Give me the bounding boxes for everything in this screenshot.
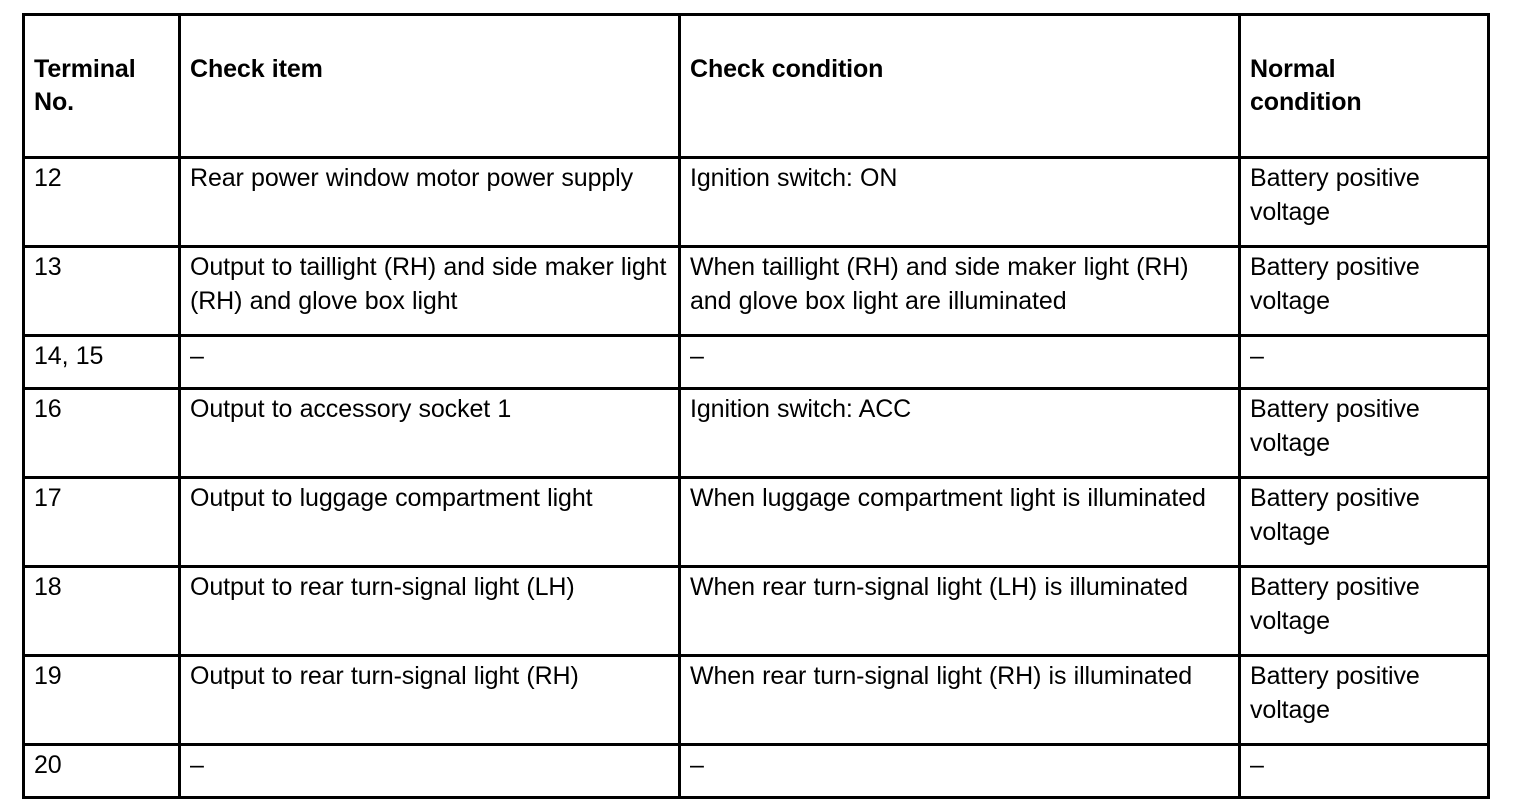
- cell-check-item: –: [179, 744, 681, 798]
- header-row: Terminal No. Check item Check condition …: [23, 14, 1489, 159]
- cell-normal-condition: Battery positive voltage: [1239, 566, 1489, 657]
- cell-check-item: Output to luggage compartment light: [179, 477, 681, 568]
- cell-terminal-no-text: 19: [34, 662, 62, 690]
- cell-normal-condition: Battery positive voltage: [1239, 157, 1489, 248]
- cell-check-condition: Ignition switch: ACC: [679, 388, 1241, 479]
- cell-check-item-text: –: [190, 342, 204, 370]
- cell-normal-condition-text: Battery positive voltage: [1250, 395, 1420, 457]
- terminal-check-table-container: Terminal No. Check item Check condition …: [22, 13, 1490, 799]
- table-header: Terminal No. Check item Check condition …: [23, 14, 1489, 159]
- cell-terminal-no-text: 16: [34, 395, 62, 423]
- cell-check-condition-text: When luggage compartment light is illumi…: [690, 484, 1206, 512]
- cell-normal-condition: Battery positive voltage: [1239, 246, 1489, 337]
- cell-check-item-text: –: [190, 751, 204, 779]
- cell-check-item: Output to rear turn-signal light (RH): [179, 655, 681, 746]
- cell-normal-condition: –: [1239, 335, 1489, 390]
- column-header-check-condition-label: Check condition: [690, 54, 884, 83]
- cell-normal-condition-text: –: [1250, 342, 1264, 370]
- cell-normal-condition: Battery positive voltage: [1239, 477, 1489, 568]
- cell-check-item: Output to rear turn-signal light (LH): [179, 566, 681, 657]
- cell-terminal-no: 20: [23, 744, 181, 798]
- table-row: 20 – – –: [23, 744, 1489, 798]
- cell-terminal-no: 13: [23, 246, 181, 337]
- cell-check-condition: When luggage compartment light is illumi…: [679, 477, 1241, 568]
- cell-normal-condition-text: Battery positive voltage: [1250, 253, 1420, 315]
- cell-terminal-no: 14, 15: [23, 335, 181, 390]
- cell-normal-condition-text: –: [1250, 751, 1264, 779]
- column-header-check-item-label: Check item: [190, 54, 323, 83]
- cell-normal-condition-text: Battery positive voltage: [1250, 662, 1420, 724]
- cell-check-condition-text: When rear turn-signal light (LH) is illu…: [690, 573, 1188, 601]
- cell-normal-condition-text: Battery positive voltage: [1250, 164, 1420, 226]
- cell-terminal-no-text: 18: [34, 573, 62, 601]
- cell-check-condition-text: When taillight (RH) and side maker light…: [690, 253, 1189, 315]
- cell-check-condition-text: Ignition switch: ACC: [690, 395, 912, 423]
- cell-check-item: Output to taillight (RH) and side maker …: [179, 246, 681, 337]
- column-header-check-condition: Check condition: [679, 14, 1241, 159]
- cell-check-condition-text: Ignition switch: ON: [690, 164, 898, 192]
- cell-terminal-no-text: 12: [34, 164, 62, 192]
- cell-terminal-no: 12: [23, 157, 181, 248]
- cell-check-item-text: Output to luggage compartment light: [190, 484, 593, 512]
- cell-check-condition-text: –: [690, 751, 704, 779]
- cell-check-item: Rear power window motor power supply: [179, 157, 681, 248]
- cell-check-item: –: [179, 335, 681, 390]
- cell-check-condition-text: –: [690, 342, 704, 370]
- cell-terminal-no-text: 17: [34, 484, 62, 512]
- column-header-check-item: Check item: [179, 14, 681, 159]
- cell-normal-condition-text: Battery positive voltage: [1250, 573, 1420, 635]
- cell-terminal-no-text: 14, 15: [34, 342, 104, 370]
- cell-check-item-text: Output to rear turn-signal light (RH): [190, 662, 579, 690]
- cell-check-condition: –: [679, 744, 1241, 798]
- terminal-check-table: Terminal No. Check item Check condition …: [22, 13, 1490, 799]
- table-row: 17 Output to luggage compartment light W…: [23, 477, 1489, 568]
- table-row: 19 Output to rear turn-signal light (RH)…: [23, 655, 1489, 746]
- column-header-terminal-no-label: Terminal No.: [34, 54, 136, 117]
- cell-check-condition: When rear turn-signal light (LH) is illu…: [679, 566, 1241, 657]
- cell-check-condition: –: [679, 335, 1241, 390]
- cell-terminal-no: 16: [23, 388, 181, 479]
- cell-normal-condition: Battery positive voltage: [1239, 388, 1489, 479]
- cell-terminal-no: 19: [23, 655, 181, 746]
- table-row: 12 Rear power window motor power supply …: [23, 157, 1489, 248]
- page-root: Terminal No. Check item Check condition …: [22, 13, 1490, 799]
- cell-terminal-no-text: 20: [34, 751, 62, 779]
- cell-check-item-text: Output to rear turn-signal light (LH): [190, 573, 575, 601]
- column-header-normal-condition: Normal condition: [1239, 14, 1489, 159]
- column-header-normal-condition-label: Normal condition: [1250, 54, 1362, 117]
- cell-check-condition: Ignition switch: ON: [679, 157, 1241, 248]
- cell-terminal-no-text: 13: [34, 253, 62, 281]
- table-row: 18 Output to rear turn-signal light (LH)…: [23, 566, 1489, 657]
- cell-check-item-text: Output to taillight (RH) and side maker …: [190, 253, 667, 315]
- cell-check-item-text: Rear power window motor power supply: [190, 164, 634, 192]
- cell-check-condition: When taillight (RH) and side maker light…: [679, 246, 1241, 337]
- table-row: 14, 15 – – –: [23, 335, 1489, 390]
- table-row: 16 Output to accessory socket 1 Ignition…: [23, 388, 1489, 479]
- table-body: 12 Rear power window motor power supply …: [23, 157, 1489, 798]
- cell-terminal-no: 18: [23, 566, 181, 657]
- column-header-terminal-no: Terminal No.: [23, 14, 181, 159]
- cell-check-condition-text: When rear turn-signal light (RH) is illu…: [690, 662, 1193, 690]
- cell-terminal-no: 17: [23, 477, 181, 568]
- cell-normal-condition: Battery positive voltage: [1239, 655, 1489, 746]
- table-row: 13 Output to taillight (RH) and side mak…: [23, 246, 1489, 337]
- cell-check-item: Output to accessory socket 1: [179, 388, 681, 479]
- cell-check-condition: When rear turn-signal light (RH) is illu…: [679, 655, 1241, 746]
- cell-check-item-text: Output to accessory socket 1: [190, 395, 512, 423]
- cell-normal-condition-text: Battery positive voltage: [1250, 484, 1420, 546]
- cell-normal-condition: –: [1239, 744, 1489, 798]
